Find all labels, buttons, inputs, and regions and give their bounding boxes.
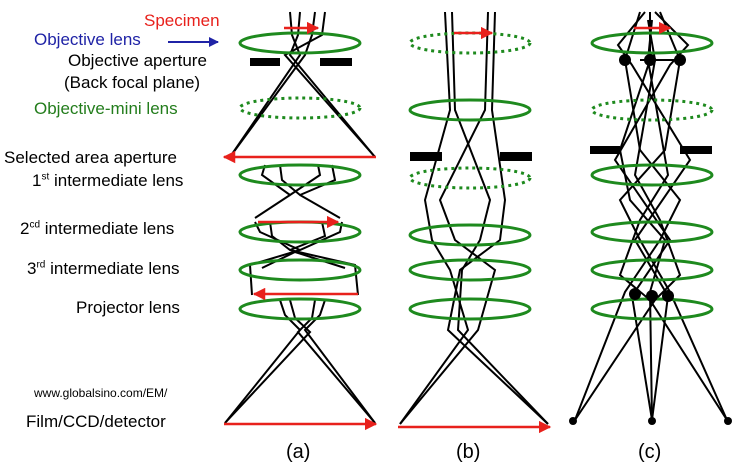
ray <box>224 299 302 424</box>
ray <box>296 299 376 424</box>
focal-point-c <box>662 290 674 302</box>
intermediate-lens-2-label: 2cd intermediate lens <box>20 219 175 238</box>
detector-spot-c <box>648 417 656 425</box>
intermediate-lens-2-c <box>590 220 714 244</box>
intermediate-lens-1-a <box>238 163 362 187</box>
ray <box>283 11 376 158</box>
objective-mini-lens-c <box>590 98 714 122</box>
objective-aperture-label: Objective aperture <box>68 51 207 70</box>
ray <box>288 11 376 158</box>
specimen-label: Specimen <box>144 11 220 30</box>
focal-point-c <box>646 290 658 302</box>
objective-aperture-c-left <box>590 146 620 154</box>
objective-lens-b <box>408 31 532 55</box>
ray <box>224 299 312 424</box>
detector-spot-c <box>569 417 577 425</box>
projector-lens-label: Projector lens <box>76 298 180 317</box>
objective-lens-a <box>238 31 362 55</box>
selected-area-aperture-b-left <box>410 152 442 161</box>
intermediate-lens-3-c <box>590 258 714 282</box>
focal-point-c <box>619 54 631 66</box>
selected-area-aperture-b-right <box>500 152 532 161</box>
caption-b: (b) <box>456 441 481 463</box>
ray <box>248 249 301 296</box>
intermediate-lens-3-label: 3rd intermediate lens <box>27 259 180 278</box>
focal-point-c <box>674 54 686 66</box>
intermediate-lens-3-a <box>238 258 362 282</box>
objective-aperture-c-right <box>680 146 712 154</box>
intermediate-lens-1-label: 1st intermediate lens <box>32 171 184 190</box>
objective-aperture-a-right <box>320 58 352 66</box>
caption-c: (c) <box>638 441 662 463</box>
ray <box>446 11 549 425</box>
objective-mini-lens-a <box>238 96 362 120</box>
objective-lens-label: Objective lens <box>34 30 141 49</box>
objective-mini-lens-b <box>408 98 532 122</box>
ray <box>269 221 327 252</box>
column-a <box>224 11 376 424</box>
focal-point-c <box>629 288 641 300</box>
objective-aperture-a-left <box>250 58 280 66</box>
ray <box>618 19 728 421</box>
intermediate-lens-2-a <box>238 220 362 244</box>
ray <box>279 164 337 197</box>
ray <box>299 194 341 219</box>
intermediate-lens-1-c <box>590 163 714 187</box>
detector-label: Film/CCD/detector <box>26 412 166 431</box>
focal-point-c <box>644 54 656 66</box>
projector-lens-b <box>408 297 532 321</box>
projector-lens-a <box>238 297 362 321</box>
column-b <box>399 11 549 425</box>
intermediate-lens-1-b <box>408 166 532 190</box>
ray <box>399 11 470 425</box>
ray <box>399 11 497 425</box>
caption-a: (a) <box>286 441 311 463</box>
intermediate-lens-2-b <box>408 223 532 247</box>
ray <box>303 299 376 424</box>
detector-spot-c <box>724 417 732 425</box>
intermediate-lens-3-b <box>408 258 532 282</box>
objective-mini-lens-label: Objective-mini lens <box>34 99 178 118</box>
ray <box>254 194 291 219</box>
objective-lens-c <box>590 31 714 55</box>
ray <box>229 11 302 158</box>
ray <box>289 249 359 296</box>
back-focal-plane-label: (Back focal plane) <box>64 73 201 92</box>
website-label: www.globalsino.com/EM/ <box>34 386 168 400</box>
column-c <box>574 11 728 421</box>
ray <box>451 11 549 425</box>
selected-area-aperture-label: Selected area aperture <box>4 148 177 167</box>
